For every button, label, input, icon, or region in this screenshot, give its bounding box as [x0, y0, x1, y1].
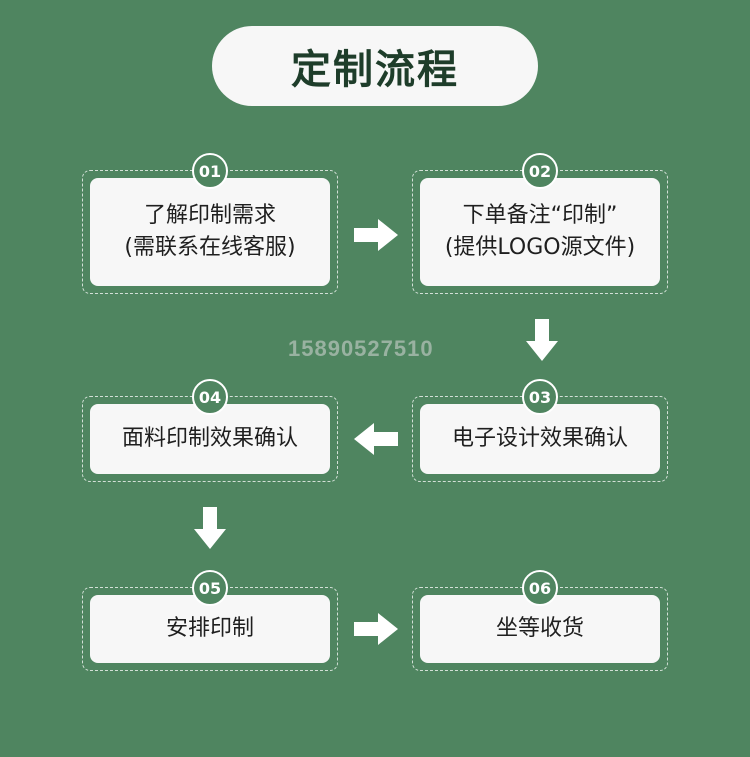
- step-number-badge: 05: [192, 570, 228, 606]
- step-subtitle: (提供LOGO源文件): [444, 235, 636, 260]
- phone-watermark: 15890527510: [288, 336, 434, 361]
- step-card: 坐等收货: [420, 595, 660, 663]
- step-01: 01 了解印制需求 (需联系在线客服): [82, 153, 338, 294]
- step-title: 了解印制需求: [143, 203, 276, 228]
- arrow-left-icon: [354, 423, 398, 455]
- title-pill: 定制流程: [212, 26, 538, 106]
- step-number-badge: 03: [522, 379, 558, 415]
- step-title: 电子设计效果确认: [451, 426, 628, 451]
- step-03: 03 电子设计效果确认: [412, 379, 668, 482]
- page-title: 定制流程: [291, 47, 459, 93]
- arrow-right-icon: [354, 219, 398, 251]
- step-number-badge: 01: [192, 153, 228, 189]
- step-subtitle: (需联系在线客服): [124, 235, 296, 260]
- step-title: 安排印制: [165, 616, 254, 641]
- step-number-badge: 02: [522, 153, 558, 189]
- step-04: 04 面料印制效果确认: [82, 379, 338, 482]
- step-02: 02 下单备注“印制” (提供LOGO源文件): [412, 153, 668, 294]
- step-title: 坐等收货: [495, 616, 584, 641]
- step-05: 05 安排印制: [82, 570, 338, 671]
- step-card: 电子设计效果确认: [420, 404, 660, 474]
- step-title: 面料印制效果确认: [121, 426, 298, 451]
- step-06: 06 坐等收货: [412, 570, 668, 671]
- step-card: 了解印制需求 (需联系在线客服): [90, 178, 330, 286]
- step-number-badge: 04: [192, 379, 228, 415]
- step-card: 安排印制: [90, 595, 330, 663]
- arrow-right-icon: [354, 613, 398, 645]
- step-title: 下单备注“印制”: [462, 203, 618, 228]
- arrow-down-icon: [526, 319, 558, 361]
- step-number-badge: 06: [522, 570, 558, 606]
- arrow-down-icon: [194, 507, 226, 549]
- step-card: 下单备注“印制” (提供LOGO源文件): [420, 178, 660, 286]
- step-card: 面料印制效果确认: [90, 404, 330, 474]
